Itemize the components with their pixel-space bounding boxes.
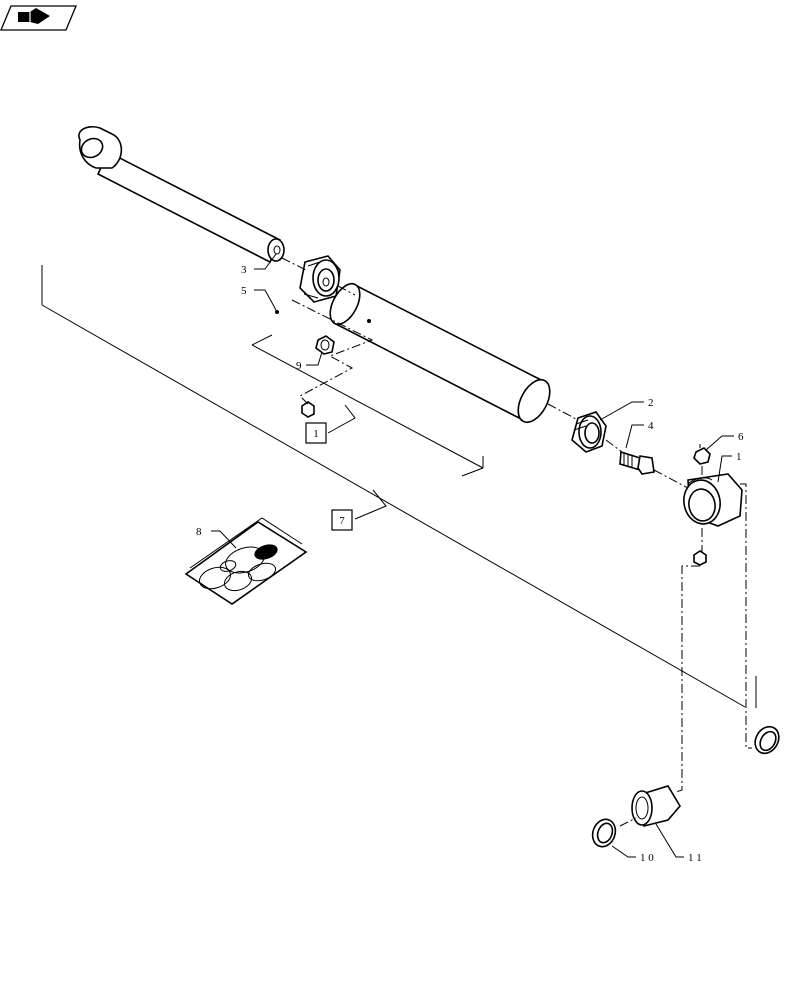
- boxed-callout-7: 7: [331, 509, 353, 531]
- grease-fitting-bottom: [693, 550, 707, 566]
- piston-head: [299, 255, 341, 303]
- piston-nut: [315, 335, 335, 355]
- boxed-callout-label: 1: [313, 428, 319, 440]
- callout-11: 1 1: [688, 852, 702, 864]
- cylinder-barrel: [329, 282, 551, 424]
- seal-ring: [591, 818, 617, 848]
- callout-8: 8: [196, 526, 202, 538]
- seal-kit: [184, 517, 308, 605]
- callout-6: 6: [738, 431, 744, 443]
- gland: [571, 411, 607, 453]
- leader-lines: [211, 253, 734, 858]
- bolt: [619, 450, 655, 475]
- wiper-ring: [754, 725, 780, 755]
- boxed-callout-label: 7: [339, 515, 345, 527]
- callout-1: 1: [736, 451, 742, 463]
- callout-4: 4: [648, 420, 654, 432]
- center-lines: [281, 257, 752, 827]
- callout-2: 2: [648, 397, 654, 409]
- piston-rod: [78, 125, 285, 264]
- forward-arrow-icon: [18, 8, 50, 24]
- callout-9: 9: [296, 360, 302, 372]
- grease-fitting-top: [693, 444, 711, 465]
- callout-10: 1 0: [640, 852, 654, 864]
- assembly-bracket: [41, 265, 757, 708]
- boxed-callout-1: 1: [305, 422, 327, 444]
- callout-3: 3: [241, 264, 247, 276]
- rod-end: [683, 473, 743, 527]
- small-nut: [301, 401, 315, 418]
- bushing: [631, 785, 681, 828]
- nav-badge[interactable]: [0, 5, 77, 31]
- callout-5: 5: [241, 285, 247, 297]
